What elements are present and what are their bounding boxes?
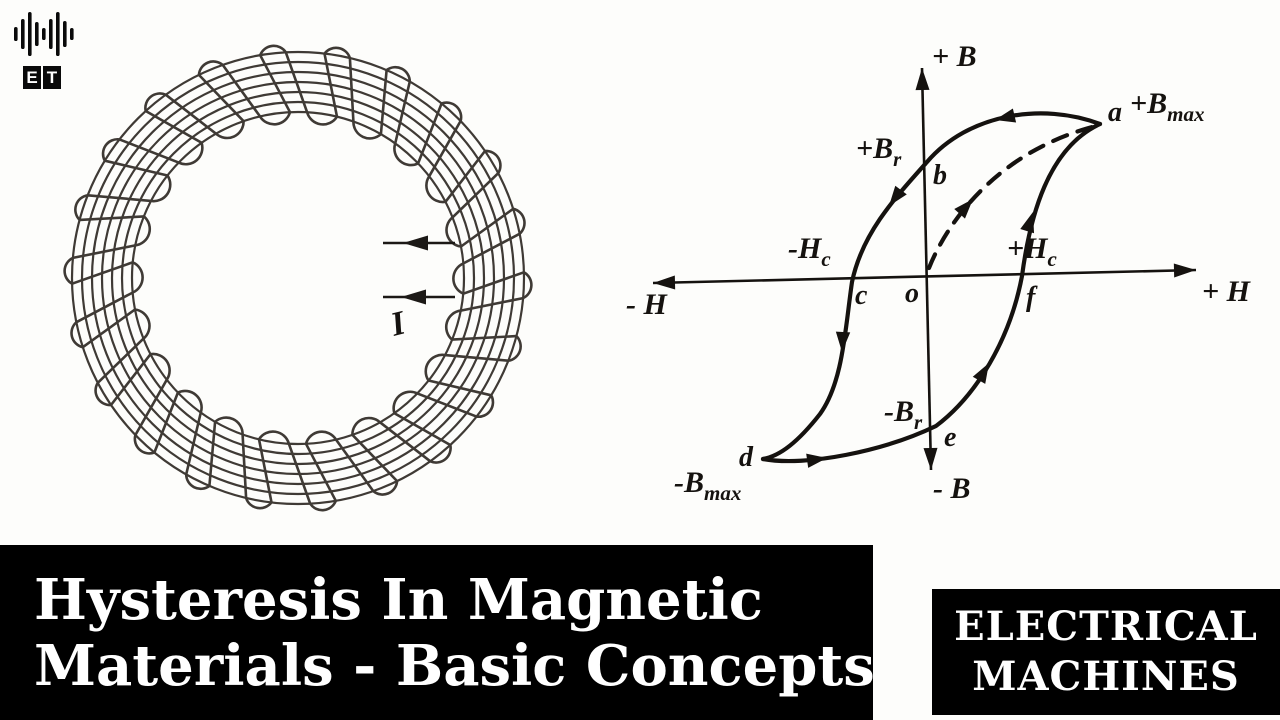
channel-logo: E T: [13, 11, 77, 89]
logo-letter-e: E: [23, 66, 41, 89]
series-badge: ELECTRICAL MACHINES: [932, 589, 1280, 715]
hysteresis-graph: + B - B - H + H a b c o f e d +Bmax +Br …: [626, 40, 1252, 505]
toroid-core-ring: [120, 100, 476, 456]
label-plus-h: + H: [1202, 275, 1252, 308]
label-minus-br: -Br: [884, 395, 923, 434]
current-label: I: [386, 304, 410, 344]
toroid-core-ring: [80, 60, 516, 496]
toroid-core-ring: [90, 70, 506, 486]
logo-letters: E T: [23, 66, 77, 89]
waveform-icon: [14, 12, 74, 56]
title-line-1: Hysteresis In Magnetic: [34, 566, 763, 633]
badge-line-1: ELECTRICAL: [954, 603, 1258, 650]
loop-upper-branch: [760, 111, 1103, 462]
loop-lower-branch: [760, 121, 1103, 464]
label-plus-b: + B: [932, 40, 977, 73]
b-axis: [920, 67, 933, 471]
b-axis-down-arrow: [923, 447, 938, 471]
toroid-coil-figure: [63, 44, 533, 512]
point-e: e: [944, 422, 956, 453]
current-leads: I: [383, 235, 455, 344]
logo-letter-t: T: [43, 66, 61, 89]
label-plus-hc: +Hc: [1007, 232, 1057, 271]
toroid-core-ring: [110, 90, 486, 466]
initial-magnetization-curve: [926, 123, 1099, 271]
current-arrow-bottom: [401, 289, 426, 305]
label-minus-bmax: -Bmax: [674, 466, 741, 505]
toroid-core-ring: [70, 50, 526, 506]
h-axis: [652, 268, 1197, 285]
label-plus-br: +Br: [856, 132, 902, 171]
point-b: b: [933, 160, 947, 191]
point-a: a: [1108, 97, 1122, 128]
point-d: d: [739, 442, 754, 473]
h-axis-right-arrow: [1173, 263, 1197, 278]
point-c: c: [855, 280, 868, 311]
badge-line-2: MACHINES: [972, 653, 1240, 700]
point-o: o: [905, 278, 919, 309]
label-minus-hc: -Hc: [788, 232, 831, 271]
toroid-winding: [63, 44, 533, 512]
b-axis-up-arrow: [915, 67, 930, 91]
toroid-core-ring: [130, 110, 466, 446]
figure-canvas: I + B - B - H: [63, 40, 1252, 512]
toroid-core-ring: [100, 80, 496, 476]
current-arrow-top: [403, 235, 428, 251]
loop-arrow-3: [834, 331, 851, 353]
label-plus-bmax: +Bmax: [1130, 87, 1204, 126]
title-banner: Hysteresis In Magnetic Materials - Basic…: [0, 545, 875, 720]
label-minus-b: - B: [933, 472, 971, 505]
title-line-2: Materials - Basic Concepts: [34, 632, 875, 699]
label-minus-h: - H: [626, 288, 668, 321]
point-f: f: [1026, 282, 1038, 313]
